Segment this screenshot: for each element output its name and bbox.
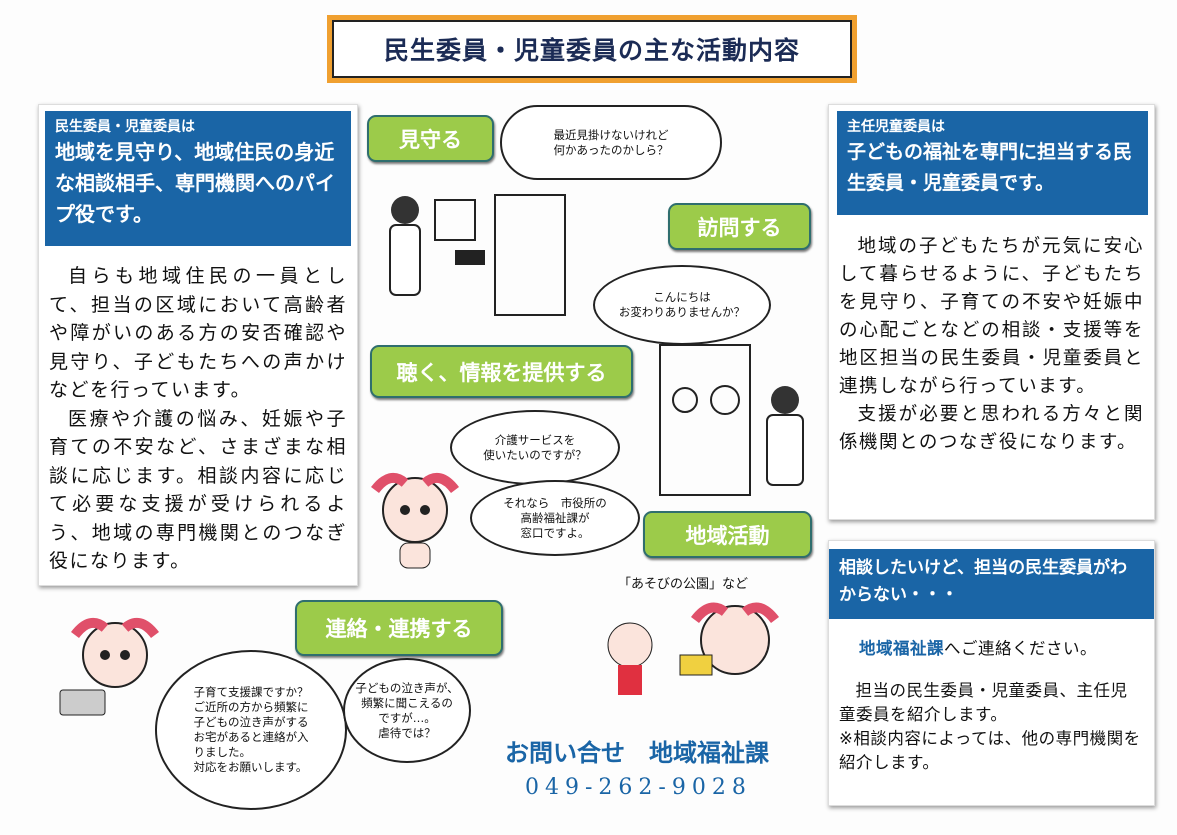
right-panel-header: 主任児童委員は 子どもの福祉を専門に担当する民生委員・児童委員です。 bbox=[837, 111, 1148, 215]
left-head-large: 地域を見守り、地域住民の身近な相談相手、専門機関へのパイプ役です。 bbox=[55, 140, 335, 226]
page-title: 民生委員・児童委員の主な活動内容 bbox=[332, 20, 852, 78]
contact-panel-header: 相談したいけど、担当の民生委員がわからない・・・ bbox=[829, 549, 1154, 619]
mascot-phone-icon bbox=[59, 617, 159, 716]
right-panel-body: 地域の子どもたちが元気に安心して暮らせるように、子どもたちを見守り、子育ての不安… bbox=[829, 233, 1154, 457]
right-panel: 主任児童委員は 子どもの福祉を専門に担当する民生委員・児童委員です。 地域の子ど… bbox=[828, 104, 1155, 520]
visit-illustration bbox=[659, 344, 804, 496]
department-link: 地域福祉課 bbox=[859, 639, 944, 658]
contact-text: 担当の民生委員・児童委員、主任児童委員を紹介します。 bbox=[839, 681, 1128, 724]
left-head-small: 民生委員・児童委員は bbox=[55, 119, 195, 135]
speech-bubble-phone: 子育て支援課ですか？ ご近所の方から頻繁に 子どもの泣き声がする お宅があると連… bbox=[155, 650, 347, 810]
label-liaise: 連絡・連携する bbox=[295, 600, 503, 656]
right-head-small: 主任児童委員は bbox=[847, 119, 945, 135]
speech-bubble-visit: こんにちは お変わりありませんか？ bbox=[593, 265, 771, 345]
mascots-community-icon bbox=[607, 602, 779, 695]
label-community: 地域活動 bbox=[643, 511, 812, 558]
left-paragraph: 自らも地域住民の一員として、担当の区域において高齢者や障がいのある方の安否確認や… bbox=[49, 265, 347, 401]
label-listen: 聴く、情報を提供する bbox=[370, 345, 633, 398]
watch-illustration bbox=[389, 194, 566, 316]
community-caption: 「あそびの公園」など bbox=[618, 577, 749, 592]
contact-text: へご連絡ください。 bbox=[944, 639, 1097, 658]
left-paragraph: 医療や介護の悩み、妊娠や子育ての不安など、さまざまな相談に応じます。相談内容に応… bbox=[49, 407, 347, 573]
left-panel: 民生委員・児童委員は 地域を見守り、地域住民の身近な相談相手、専門機関へのパイプ… bbox=[38, 104, 358, 586]
mascot-icon bbox=[371, 472, 459, 569]
right-head-large: 子どもの福祉を専門に担当する民生委員・児童委員です。 bbox=[847, 141, 1133, 194]
inquiry-label: お問い合せ 地域福祉課 bbox=[505, 739, 769, 767]
right-paragraph: 地域の子どもたちが元気に安心して暮らせるように、子どもたちを見守り、子育ての不安… bbox=[839, 236, 1144, 397]
label-watch: 見守る bbox=[367, 115, 494, 162]
inquiry-phone: 049-262-9028 bbox=[525, 775, 752, 800]
contact-panel: 相談したいけど、担当の民生委員がわからない・・・ 地域福祉課へご連絡ください。 … bbox=[828, 540, 1155, 806]
contact-panel-body: 地域福祉課へご連絡ください。 担当の民生委員・児童委員、主任児童委員を紹介します… bbox=[829, 619, 1154, 775]
left-panel-body: 自らも地域住民の一員として、担当の区域において高齢者や障がいのある方の安否確認や… bbox=[39, 262, 357, 576]
speech-bubble-answer: それなら 市役所の 高齢福祉課が 窓口ですよ。 bbox=[470, 480, 640, 556]
speech-bubble-ask: 介護サービスを 使いたいのですが？ bbox=[450, 410, 620, 485]
contact-note: ※相談内容によっては、他の専門機関を紹介します。 bbox=[839, 729, 1141, 772]
left-panel-header: 民生委員・児童委員は 地域を見守り、地域住民の身近な相談相手、専門機関へのパイプ… bbox=[45, 111, 351, 246]
title-banner: 民生委員・児童委員の主な活動内容 bbox=[327, 15, 857, 83]
right-paragraph: 支援が必要と思われる方々と関係機関とのつなぎ役になります。 bbox=[839, 404, 1144, 453]
speech-bubble-watch: 最近見掛けないけれど 何かあったのかしら？ bbox=[500, 105, 722, 180]
speech-bubble-report: 子どもの泣き声が、 頻繁に聞こえるの ですが…。 虐待では？ bbox=[343, 658, 471, 763]
label-visit: 訪問する bbox=[668, 203, 811, 250]
